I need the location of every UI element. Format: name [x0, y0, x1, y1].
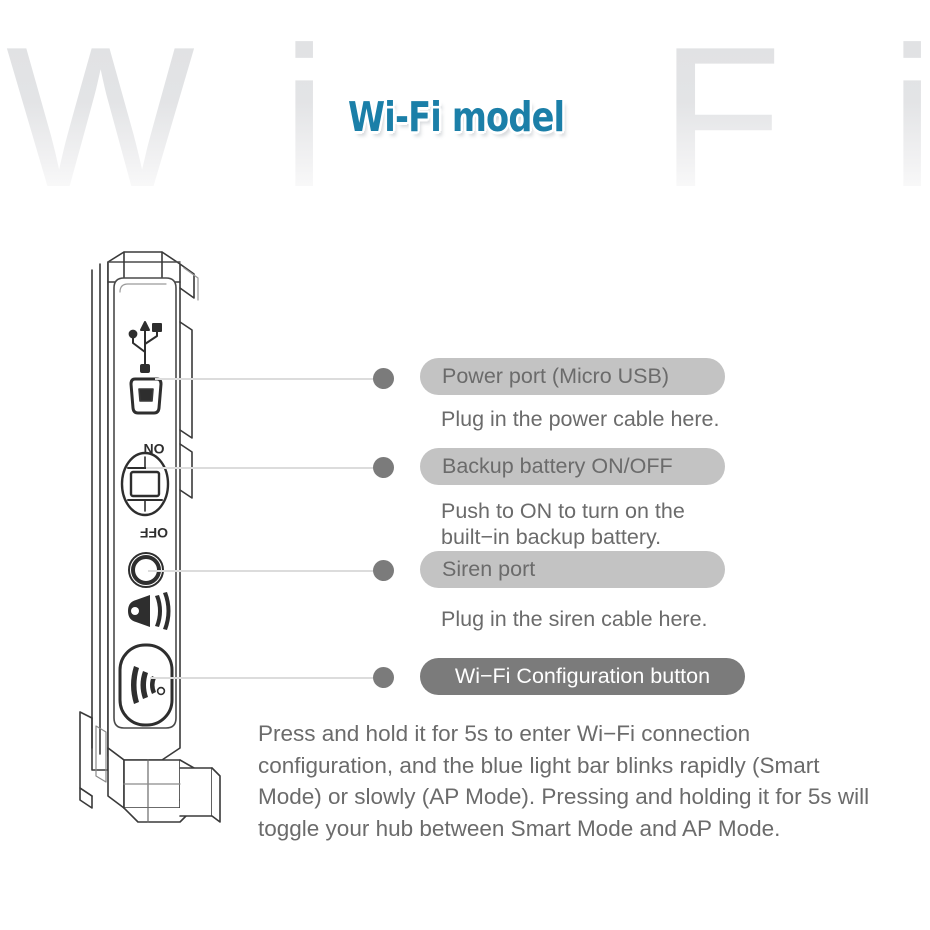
watermark-letter-i1: i [282, 18, 326, 216]
callout-description-backup-battery: Push to ON to turn on the built−in backu… [441, 499, 685, 549]
device-base [79, 711, 221, 823]
leader-dot-backup-battery [373, 457, 394, 478]
siren-horn-icon [128, 592, 171, 630]
micro-usb-port-icon [129, 377, 163, 415]
leader-dot-siren-port [373, 560, 394, 581]
callout-pill-backup-battery[interactable]: Backup battery ON/OFF [420, 448, 725, 485]
switch-off-label: OFF [140, 525, 168, 541]
usb-icon [128, 321, 162, 373]
siren-port-icon [128, 552, 164, 588]
leader-line-backup-battery [146, 467, 377, 469]
watermark-letter-i2: i [890, 18, 930, 216]
watermark-letter-f: F [660, 18, 782, 216]
callout-pill-siren-port[interactable]: Siren port [420, 551, 725, 588]
callout-description-siren-port: Plug in the siren cable here. [441, 607, 708, 631]
leader-dot-power-port [373, 368, 394, 389]
leader-line-siren-port [148, 570, 377, 572]
device-illustration: ON OFF [62, 248, 272, 828]
leader-dot-wifi-config [373, 667, 394, 688]
callout-pill-wifi-config[interactable]: Wi−Fi Configuration button [420, 658, 745, 695]
page-title: Wi-Fi model [348, 93, 565, 141]
watermark-letter-w: W [6, 18, 195, 216]
callout-description-power-port: Plug in the power cable here. [441, 407, 720, 431]
leader-line-wifi-config [150, 677, 377, 679]
device-right-side [179, 263, 199, 499]
power-switch-icon [120, 451, 170, 517]
wifi-config-button-icon [118, 643, 174, 727]
callout-pill-power-port[interactable]: Power port (Micro USB) [420, 358, 725, 395]
leader-line-power-port [155, 378, 377, 380]
header-banner: W i F i Wi-Fi model [0, 0, 930, 216]
wifi-config-paragraph: Press and hold it for 5s to enter Wi−Fi … [258, 721, 870, 841]
device-left-edge [91, 261, 109, 757]
